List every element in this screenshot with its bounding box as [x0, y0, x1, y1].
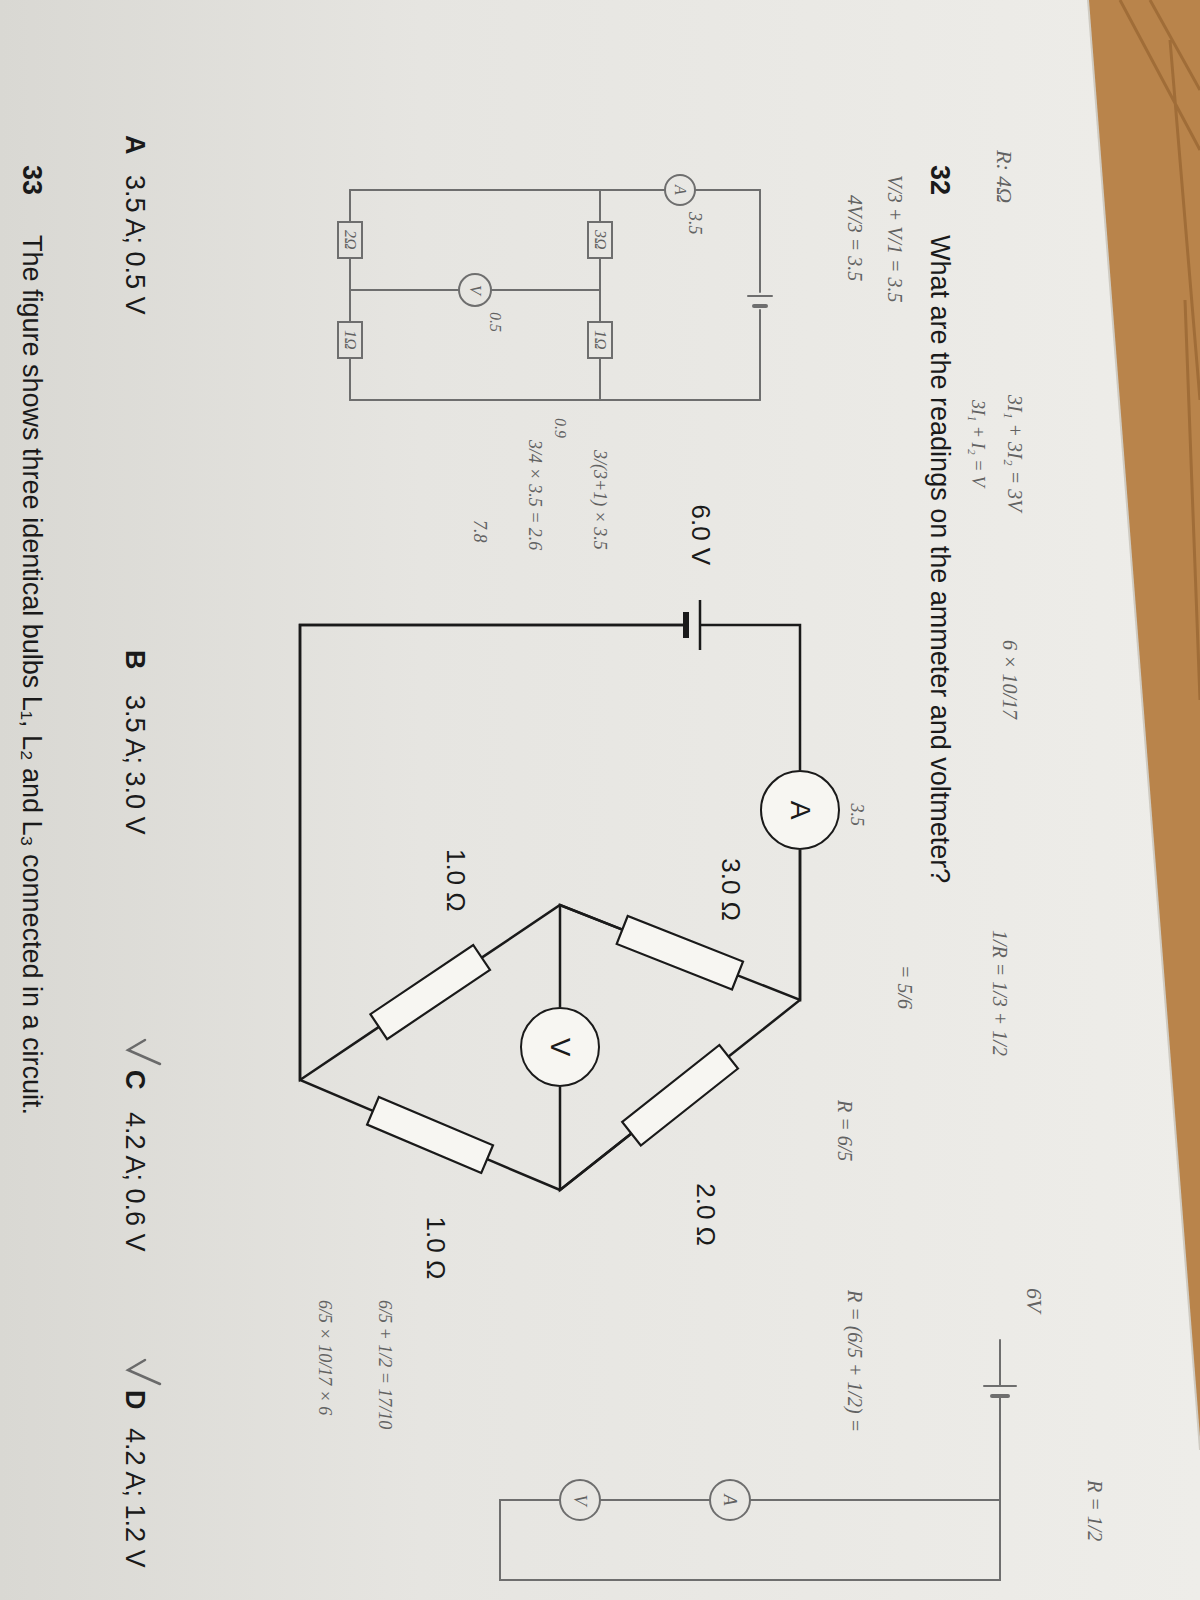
meter-circle: A — [760, 770, 840, 850]
sketch-voltmeter — [560, 1480, 600, 1520]
option-text: 3.5 A; 3.0 V — [119, 695, 150, 835]
sketch-label: 1Ω — [591, 330, 609, 350]
resistor-outline — [622, 1045, 738, 1146]
meter-letter: A — [784, 801, 816, 820]
handwritten-note: 3I₁ + 3I₂ = 3V — [1004, 395, 1027, 511]
handwritten-note: 7.8 — [470, 520, 491, 543]
battery-plates — [680, 598, 704, 652]
resistor-symbol: 2.0 Ω — [620, 1043, 740, 1147]
sketch-label: 1Ω — [341, 330, 359, 350]
sketch-wire — [350, 190, 600, 400]
option-letter: A — [119, 135, 150, 155]
resistor-outline — [617, 916, 743, 990]
question-number: 33 — [16, 165, 47, 195]
component-value: 2.0 Ω — [690, 1183, 720, 1246]
resistor-outline — [367, 1097, 493, 1173]
tick-mark — [128, 1360, 160, 1384]
resistor-symbol: 1.0 Ω — [365, 1095, 495, 1175]
sketch-label: 0.5 — [486, 312, 504, 332]
sketch-label: 3Ω — [591, 230, 609, 250]
resistor-body — [615, 914, 745, 992]
handwritten-note: 6 × 10/17 — [999, 640, 1022, 719]
sketch-resistor — [588, 322, 612, 358]
resistor-symbol: 3.0 Ω — [615, 914, 745, 992]
sketch-label: 6V — [1022, 1288, 1047, 1312]
paper-edge — [1088, 0, 1200, 1450]
handwritten-note: 4V/3 = 3.5 — [844, 195, 867, 281]
question-number: 32 — [924, 165, 955, 195]
handwritten-note: R = 1/2 — [1084, 1480, 1107, 1541]
handwritten-note: 3.5 — [847, 804, 868, 827]
option-text: 4.2 A; 1.2 V — [119, 1428, 150, 1568]
wood-grain — [1120, 0, 1200, 700]
sketch-battery — [992, 1394, 1008, 1398]
hand-sketch-circuit — [338, 175, 772, 400]
handwritten-note: 3I₁ + I₂ = V — [968, 400, 989, 487]
tick-mark — [128, 1040, 160, 1064]
option-letter: D — [119, 1390, 150, 1410]
option-text: 3.5 A; 0.5 V — [119, 175, 150, 315]
option-letter: B — [119, 650, 150, 670]
option-text: 4.2 A; 0.6 V — [119, 1112, 150, 1252]
sketch-label: 0.9 — [551, 418, 569, 438]
circuit-wire — [300, 625, 683, 1111]
component-value: 1.0 Ω — [440, 849, 470, 912]
meter-text: A — [784, 801, 816, 820]
resistor-outline — [370, 945, 490, 1039]
option-letter: C — [119, 1070, 150, 1090]
handwritten-note: 6/5 × 10/17 × 6 — [315, 1300, 336, 1415]
sketch-wire — [500, 1340, 1000, 1580]
circuit-wire — [738, 850, 800, 1000]
sketch-voltmeter — [459, 274, 491, 306]
sketch-label: A — [720, 1495, 741, 1506]
battery-symbol: 6.0 V — [680, 598, 704, 652]
question-text: The figure shows three identical bulbs L… — [16, 235, 47, 1115]
handwritten-note: 3/4 × 3.5 = 2.6 — [525, 440, 546, 550]
hand-sketch-circuit — [500, 1340, 1016, 1580]
handwritten-note: V/3 + V/1 = 3.5 — [884, 175, 907, 303]
circuit-wire — [700, 625, 800, 770]
handwritten-note: R = (6/5 + 1/2) = — [844, 1290, 867, 1432]
sketch-label: 3.5 — [685, 212, 706, 235]
circuit-wire — [560, 905, 622, 1007]
circuit-wire — [481, 905, 622, 958]
sketch-resistor — [338, 222, 362, 258]
sketch-resistor — [588, 222, 612, 258]
handwritten-note: 1/R = 1/3 + 1/2 — [989, 930, 1012, 1056]
resistor-body — [368, 943, 492, 1041]
handwritten-note: R: 4Ω — [992, 150, 1017, 203]
resistor-symbol: 1.0 Ω — [368, 943, 492, 1041]
resistor-body — [620, 1043, 740, 1147]
handwritten-note: 3/(3+1) × 3.5 — [590, 450, 611, 550]
sketch-resistor — [338, 322, 362, 358]
meter-text: V — [544, 1038, 576, 1057]
circuit-wire — [560, 1087, 631, 1190]
meter-circle: V — [520, 1007, 600, 1087]
handwritten-note: = 5/6 — [894, 965, 917, 1009]
component-value: 3.0 Ω — [715, 858, 745, 921]
sketch-ammeter — [710, 1480, 750, 1520]
battery-short-plate — [683, 612, 689, 638]
circuit-wire — [300, 625, 683, 1080]
sketch-ammeter — [665, 175, 695, 205]
handwritten-note: R = 6/5 — [834, 1100, 857, 1161]
sketch-label: 2Ω — [341, 230, 359, 250]
resistor-body — [365, 1095, 495, 1175]
question-text: What are the readings on the ammeter and… — [924, 235, 955, 883]
component-value: 6.0 V — [685, 505, 715, 566]
sketch-battery — [984, 1385, 1016, 1387]
sketch-label: V — [466, 285, 484, 295]
sketch-battery — [754, 304, 766, 308]
wood-table — [1088, 0, 1200, 1450]
sketch-wire — [350, 190, 760, 400]
sketch-label: A — [671, 185, 689, 195]
sketch-label: V — [570, 1495, 591, 1506]
battery-long-plate — [699, 600, 702, 650]
meter-letter: V — [544, 1038, 576, 1057]
sketch-battery — [748, 295, 772, 297]
handwritten-note: 6/5 + 1/2 = 17/10 — [375, 1300, 396, 1429]
component-value: 1.0 Ω — [420, 1217, 450, 1280]
